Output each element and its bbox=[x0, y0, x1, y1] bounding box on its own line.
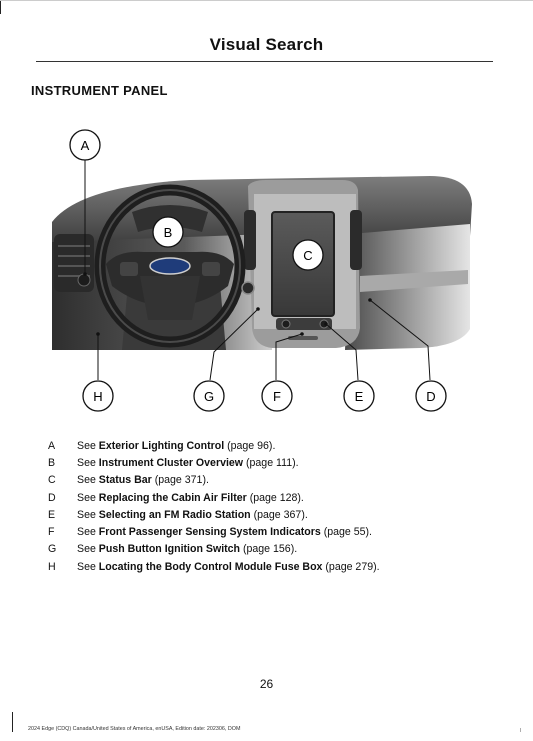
crop-mark bbox=[0, 0, 533, 1]
reference-page: (page 111). bbox=[243, 456, 299, 469]
indicator-strip bbox=[288, 336, 318, 340]
reference-link[interactable]: Selecting an FM Radio Station bbox=[98, 508, 251, 521]
footer-mark: I bbox=[519, 728, 521, 734]
reference-prefix: See bbox=[77, 474, 99, 487]
page-title: Visual Search bbox=[209, 35, 324, 54]
instrument-panel-illustration: A B C D E F G H bbox=[40, 124, 500, 424]
volume-knob bbox=[281, 319, 291, 329]
callout-dot bbox=[368, 298, 372, 302]
tune-knob bbox=[319, 319, 329, 329]
reference-page: (page 55). bbox=[320, 526, 372, 539]
callout-leaders bbox=[84, 159, 431, 381]
reference-page: (page 279). bbox=[322, 560, 380, 573]
callout-dot bbox=[96, 332, 100, 336]
svg-text:H: H bbox=[93, 389, 102, 404]
reference-page: (page 367). bbox=[250, 508, 308, 521]
reference-row-d: D See Replacing the Cabin Air Filter (pa… bbox=[48, 489, 518, 506]
climate-control-strip bbox=[276, 318, 332, 330]
svg-text:G: G bbox=[204, 389, 214, 404]
reference-page: (page 156). bbox=[240, 543, 298, 556]
reference-prefix: See bbox=[77, 526, 99, 539]
reference-row-g: G See Push Button Ignition Switch (page … bbox=[48, 541, 518, 558]
reference-letter: D bbox=[48, 491, 56, 504]
callout-g: G bbox=[193, 380, 225, 412]
illustration-fade bbox=[480, 164, 500, 364]
reference-letter: B bbox=[48, 456, 56, 469]
reference-prefix: See bbox=[77, 456, 99, 469]
reference-prefix: See bbox=[77, 560, 99, 573]
reference-row-h: H See Locating the Body Control Module F… bbox=[48, 558, 518, 575]
callout-d: D bbox=[415, 380, 447, 412]
reference-letter: E bbox=[48, 508, 56, 521]
reference-letter: H bbox=[48, 560, 56, 573]
callout-f: F bbox=[261, 380, 293, 412]
reference-link[interactable]: Exterior Lighting Control bbox=[98, 439, 225, 452]
header-divider bbox=[36, 61, 493, 62]
callout-a: A bbox=[69, 129, 101, 161]
reference-link[interactable]: Push Button Ignition Switch bbox=[98, 543, 241, 556]
svg-text:C: C bbox=[303, 248, 312, 263]
callout-dot bbox=[83, 272, 87, 276]
reference-page: (page 128). bbox=[246, 491, 304, 504]
callout-dot bbox=[300, 332, 304, 336]
svg-text:F: F bbox=[273, 389, 281, 404]
callout-dot bbox=[256, 307, 260, 311]
reference-link[interactable]: Instrument Cluster Overview bbox=[98, 456, 244, 469]
callout-c: C bbox=[292, 239, 324, 271]
reference-row-e: E See Selecting an FM Radio Station (pag… bbox=[48, 506, 518, 523]
reference-letter: A bbox=[48, 439, 56, 452]
reference-page: (page 371). bbox=[151, 474, 209, 487]
steering-wheel bbox=[94, 184, 246, 348]
callout-reference-list: A See Exterior Lighting Control (page 96… bbox=[48, 437, 518, 575]
center-left-vent bbox=[244, 210, 256, 270]
ford-logo-icon bbox=[149, 257, 191, 275]
reference-letter: F bbox=[48, 526, 55, 539]
page-number: 26 bbox=[259, 677, 274, 691]
reference-link[interactable]: Status Bar bbox=[98, 474, 152, 487]
reference-row-a: A See Exterior Lighting Control (page 96… bbox=[48, 437, 518, 454]
section-heading: INSTRUMENT PANEL bbox=[31, 83, 168, 98]
crop-mark bbox=[12, 712, 13, 732]
svg-text:E: E bbox=[355, 389, 364, 404]
reference-prefix: See bbox=[77, 491, 99, 504]
svg-text:B: B bbox=[164, 225, 173, 240]
center-right-vent bbox=[350, 210, 362, 270]
callout-h: H bbox=[82, 380, 114, 412]
edition-footer: 2024 Edge (CDQ) Canada/United States of … bbox=[28, 726, 241, 732]
lighting-control-knob bbox=[77, 273, 91, 287]
reference-prefix: See bbox=[77, 543, 99, 556]
reference-page: (page 96). bbox=[224, 439, 276, 452]
reference-link[interactable]: Replacing the Cabin Air Filter bbox=[98, 491, 247, 504]
callout-dot bbox=[324, 322, 328, 326]
crop-mark bbox=[0, 0, 1, 14]
reference-link[interactable]: Front Passenger Sensing System Indicator… bbox=[98, 526, 321, 539]
reference-row-b: B See Instrument Cluster Overview (page … bbox=[48, 454, 518, 471]
reference-prefix: See bbox=[77, 508, 99, 521]
svg-text:A: A bbox=[81, 138, 90, 153]
reference-row-c: C See Status Bar (page 371). bbox=[48, 472, 518, 489]
reference-link[interactable]: Locating the Body Control Module Fuse Bo… bbox=[98, 560, 323, 573]
dash-trim bbox=[360, 270, 468, 292]
reference-letter: C bbox=[48, 474, 56, 487]
reference-row-f: F See Front Passenger Sensing System Ind… bbox=[48, 523, 518, 540]
ignition-button bbox=[241, 281, 255, 295]
reference-prefix: See bbox=[77, 439, 99, 452]
callout-e: E bbox=[343, 380, 375, 412]
callout-b: B bbox=[152, 216, 184, 248]
instrument-panel-drawing: A B C D E F G H bbox=[52, 129, 500, 412]
reference-letter: G bbox=[48, 543, 57, 556]
svg-text:D: D bbox=[426, 389, 435, 404]
